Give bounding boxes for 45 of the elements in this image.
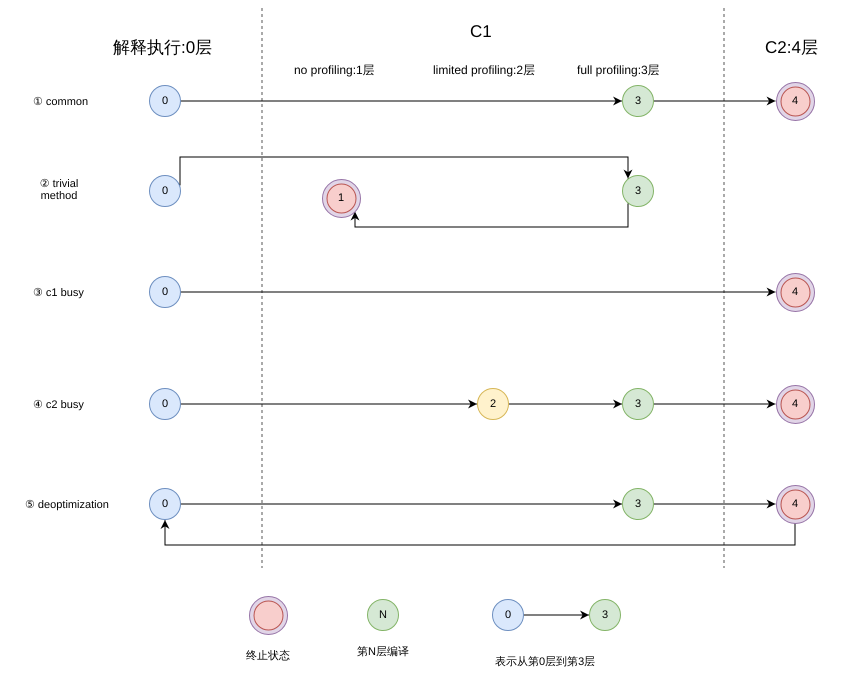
legend-caption: 第N层编译 <box>357 645 409 659</box>
scenario-label: ④ c2 busy <box>33 398 84 411</box>
arrow <box>654 96 776 106</box>
legend-caption: 表示从第0层到第3层 <box>495 655 596 669</box>
scenario-label: ① common <box>33 95 88 108</box>
tier-label: full profiling:3层 <box>577 62 660 79</box>
final-state-circle <box>248 596 288 634</box>
tier-circle: 3 <box>622 85 654 117</box>
arrow <box>180 96 622 106</box>
scenario-label: ② trivial method <box>38 177 80 202</box>
arrow <box>508 400 622 408</box>
arrow <box>180 288 776 296</box>
arrow <box>350 203 628 228</box>
tier-circle: 0 <box>149 388 181 420</box>
tier-circle: 0 <box>492 599 524 631</box>
final-state-circle: 4 <box>776 82 814 120</box>
final-state-circle: 4 <box>776 484 814 524</box>
arrow <box>180 400 478 408</box>
column-heading: C1 <box>470 22 492 42</box>
arrow <box>180 500 622 508</box>
column-heading: C2:4层 <box>765 37 818 59</box>
arrow <box>654 400 776 408</box>
tier-circle: 3 <box>622 388 654 420</box>
tier-circle: 0 <box>149 276 181 308</box>
tier-circle: 3 <box>622 488 654 520</box>
scenario-label: ⑤ deoptimization <box>25 498 109 511</box>
arrow <box>180 156 632 186</box>
tier-circle: 3 <box>589 599 621 631</box>
tier-circle: 3 <box>622 175 654 207</box>
final-state-circle: 4 <box>776 384 814 424</box>
tier-circle: 0 <box>149 488 181 520</box>
tier-circle: 0 <box>149 85 181 117</box>
tier-label: limited profiling:2层 <box>433 62 536 79</box>
scenario-label: ③ c1 busy <box>33 286 84 299</box>
legend-caption: 终止状态 <box>246 648 290 662</box>
final-state-circle: 1 <box>322 178 360 218</box>
arrow <box>654 500 776 508</box>
column-heading: 解释执行:0层 <box>113 37 212 59</box>
arrow <box>524 610 590 620</box>
final-state-circle: 4 <box>776 272 814 312</box>
arrow <box>160 520 796 546</box>
tier-circle: 2 <box>477 388 509 420</box>
tier-circle: N <box>367 599 399 631</box>
tier-circle: 0 <box>149 175 181 207</box>
tier-label: no profiling:1层 <box>294 62 375 79</box>
